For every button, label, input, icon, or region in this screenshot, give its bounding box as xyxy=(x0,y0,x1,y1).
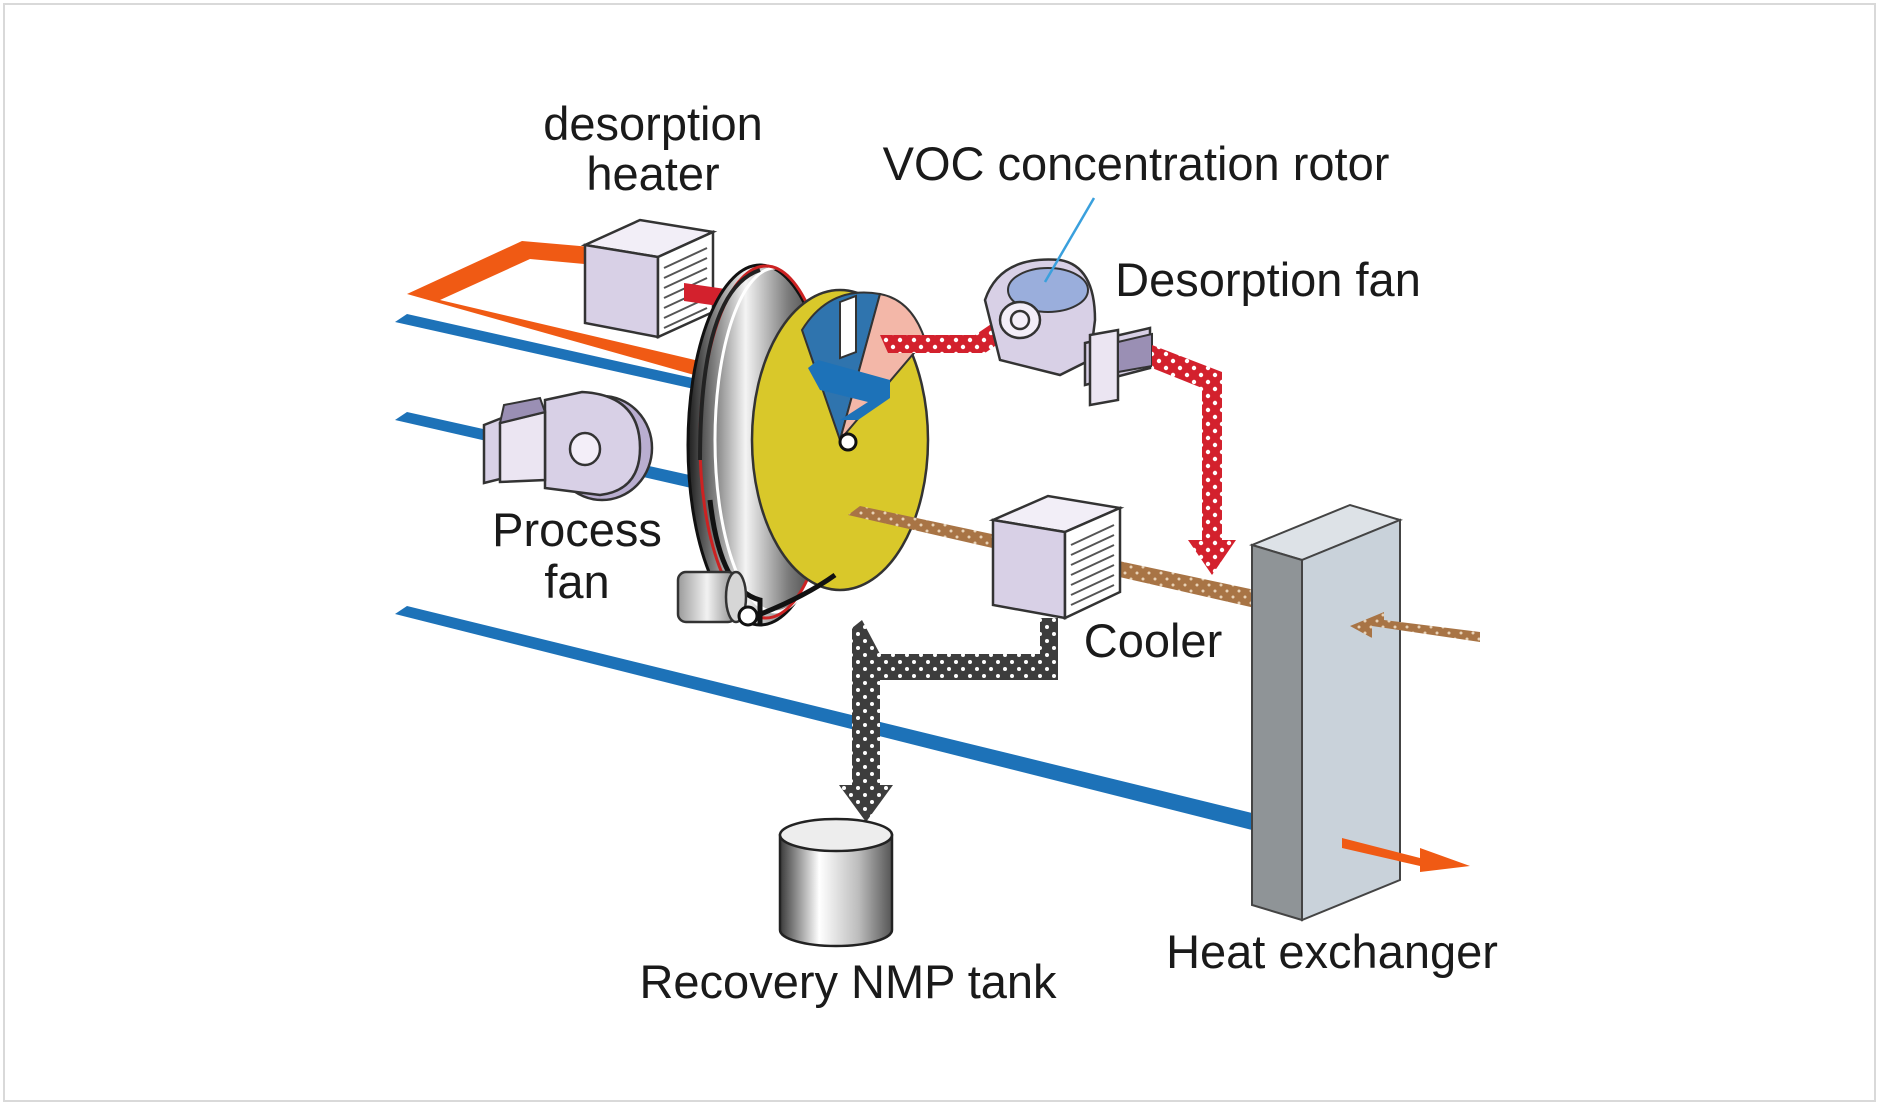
process-fan xyxy=(482,390,654,502)
outgoing-air-arrow xyxy=(1342,838,1470,872)
heat-exchanger xyxy=(1249,503,1403,922)
voc-rotor-label: VOC concentration rotor xyxy=(883,137,1390,190)
desorption-air-duct-rotor-to-fan xyxy=(880,318,1012,353)
voc-rotor-leader-line xyxy=(1043,197,1096,283)
desorption-fan-label: Desorption fan xyxy=(1115,253,1421,306)
recovery-tank-label: Recovery NMP tank xyxy=(639,955,1057,1008)
condensate-duct xyxy=(839,618,1058,822)
cooler-unit xyxy=(988,494,1125,620)
desorption-air-duct-to-heat-exchanger xyxy=(1152,345,1236,575)
process-fan-label-line1: Process xyxy=(492,503,662,556)
recovery-nmp-tank xyxy=(778,817,894,948)
cooler-label: Cooler xyxy=(1084,614,1222,667)
process-air-duct-lower xyxy=(395,606,1252,830)
heat-exchanger-label: Heat exchanger xyxy=(1166,925,1498,978)
diagram-frame xyxy=(3,3,1876,1102)
condensate-duct-bend xyxy=(852,620,880,654)
desorption-heater-label-line2: heater xyxy=(586,147,719,200)
desorption-heater-label-line1: desorption xyxy=(543,97,763,150)
voc-concentration-rotor xyxy=(686,263,930,627)
hot-air-duct xyxy=(407,241,712,380)
desorption-fan xyxy=(983,258,1153,407)
process-fan-label-line2: fan xyxy=(544,555,609,608)
desorption-heater xyxy=(580,218,718,339)
motor-icon xyxy=(676,570,759,627)
incoming-air-arrow xyxy=(1350,612,1480,642)
process-air-duct-through-rotor xyxy=(808,360,890,420)
